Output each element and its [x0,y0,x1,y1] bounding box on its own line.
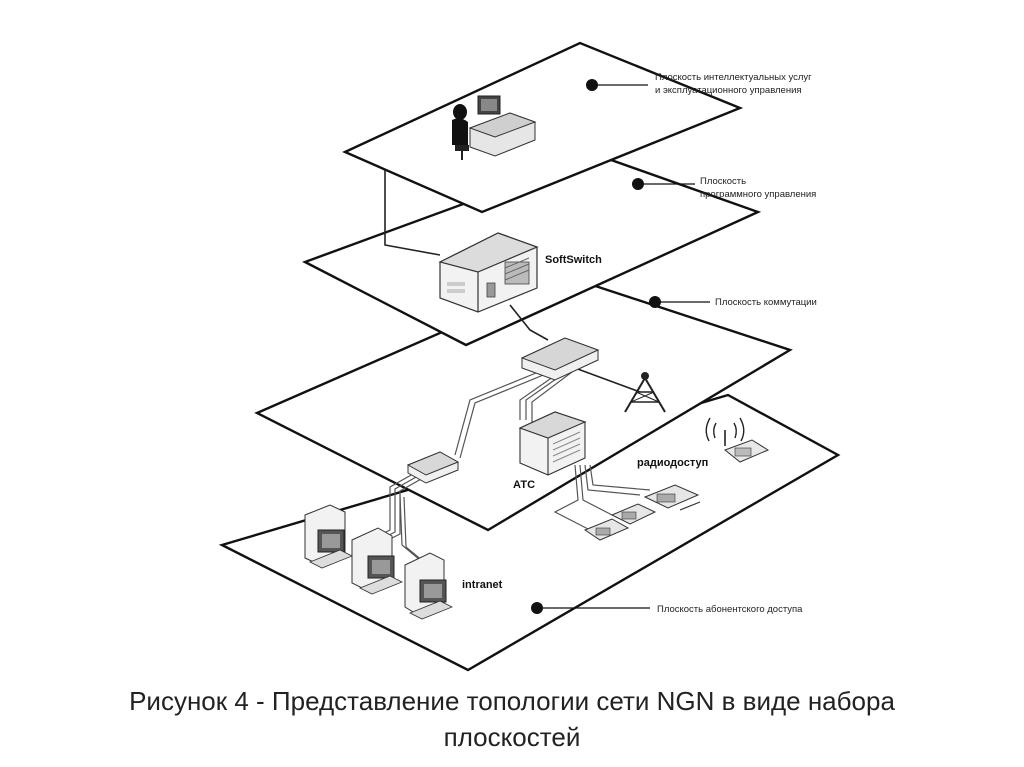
radio-access-phone-icon [705,417,770,463]
antenna-tower-icon [624,372,666,413]
ats-exchange-icon [518,411,587,476]
desktop-computer-icon [304,504,353,569]
radio-access-label: радиодоступ [637,457,708,469]
ats-label: АТС [513,479,535,491]
plane-label-services: Плоскость интеллектуальных услуг и экспл… [586,72,812,96]
core-router-icon [520,337,600,381]
svg-text:Плоскость: Плоскость [700,176,746,187]
svg-text:и эксплуатационного управления: и эксплуатационного управления [655,85,802,96]
access-router-icon [406,451,460,484]
softswitch-label: SoftSwitch [545,254,602,266]
caption-line-2: плоскостей [443,722,581,752]
plane-label-switching: Плоскость коммутации [649,296,817,308]
caption-line-1: Рисунок 4 - Представление топологии сети… [129,686,895,716]
svg-text:Плоскость интеллектуальных усл: Плоскость интеллектуальных услуг [655,72,812,83]
plane-label-control: Плоскость программного управления [632,176,816,200]
desk-phone-icon [643,484,701,511]
desk-phone-icon [610,503,657,525]
ngn-topology-diagram: SoftSwitch АТС радиодоступ [218,41,841,672]
softswitch-server-icon [438,232,539,313]
svg-text:программного управления: программного управления [700,189,816,200]
figure-caption: Рисунок 4 - Представление топологии сети… [0,683,1024,755]
network-links [359,170,651,563]
desktop-computer-icon [351,527,403,595]
desktop-computer-icon [404,552,453,620]
svg-text:Плоскость коммутации: Плоскость коммутации [715,297,817,308]
desk-phone-icon [583,518,630,541]
intranet-label: intranet [462,579,503,591]
plane-label-access: Плоскость абонентского доступа [531,602,803,615]
svg-text:Плоскость абонентского доступа: Плоскость абонентского доступа [657,604,803,615]
operator-workstation-icon [452,95,537,160]
